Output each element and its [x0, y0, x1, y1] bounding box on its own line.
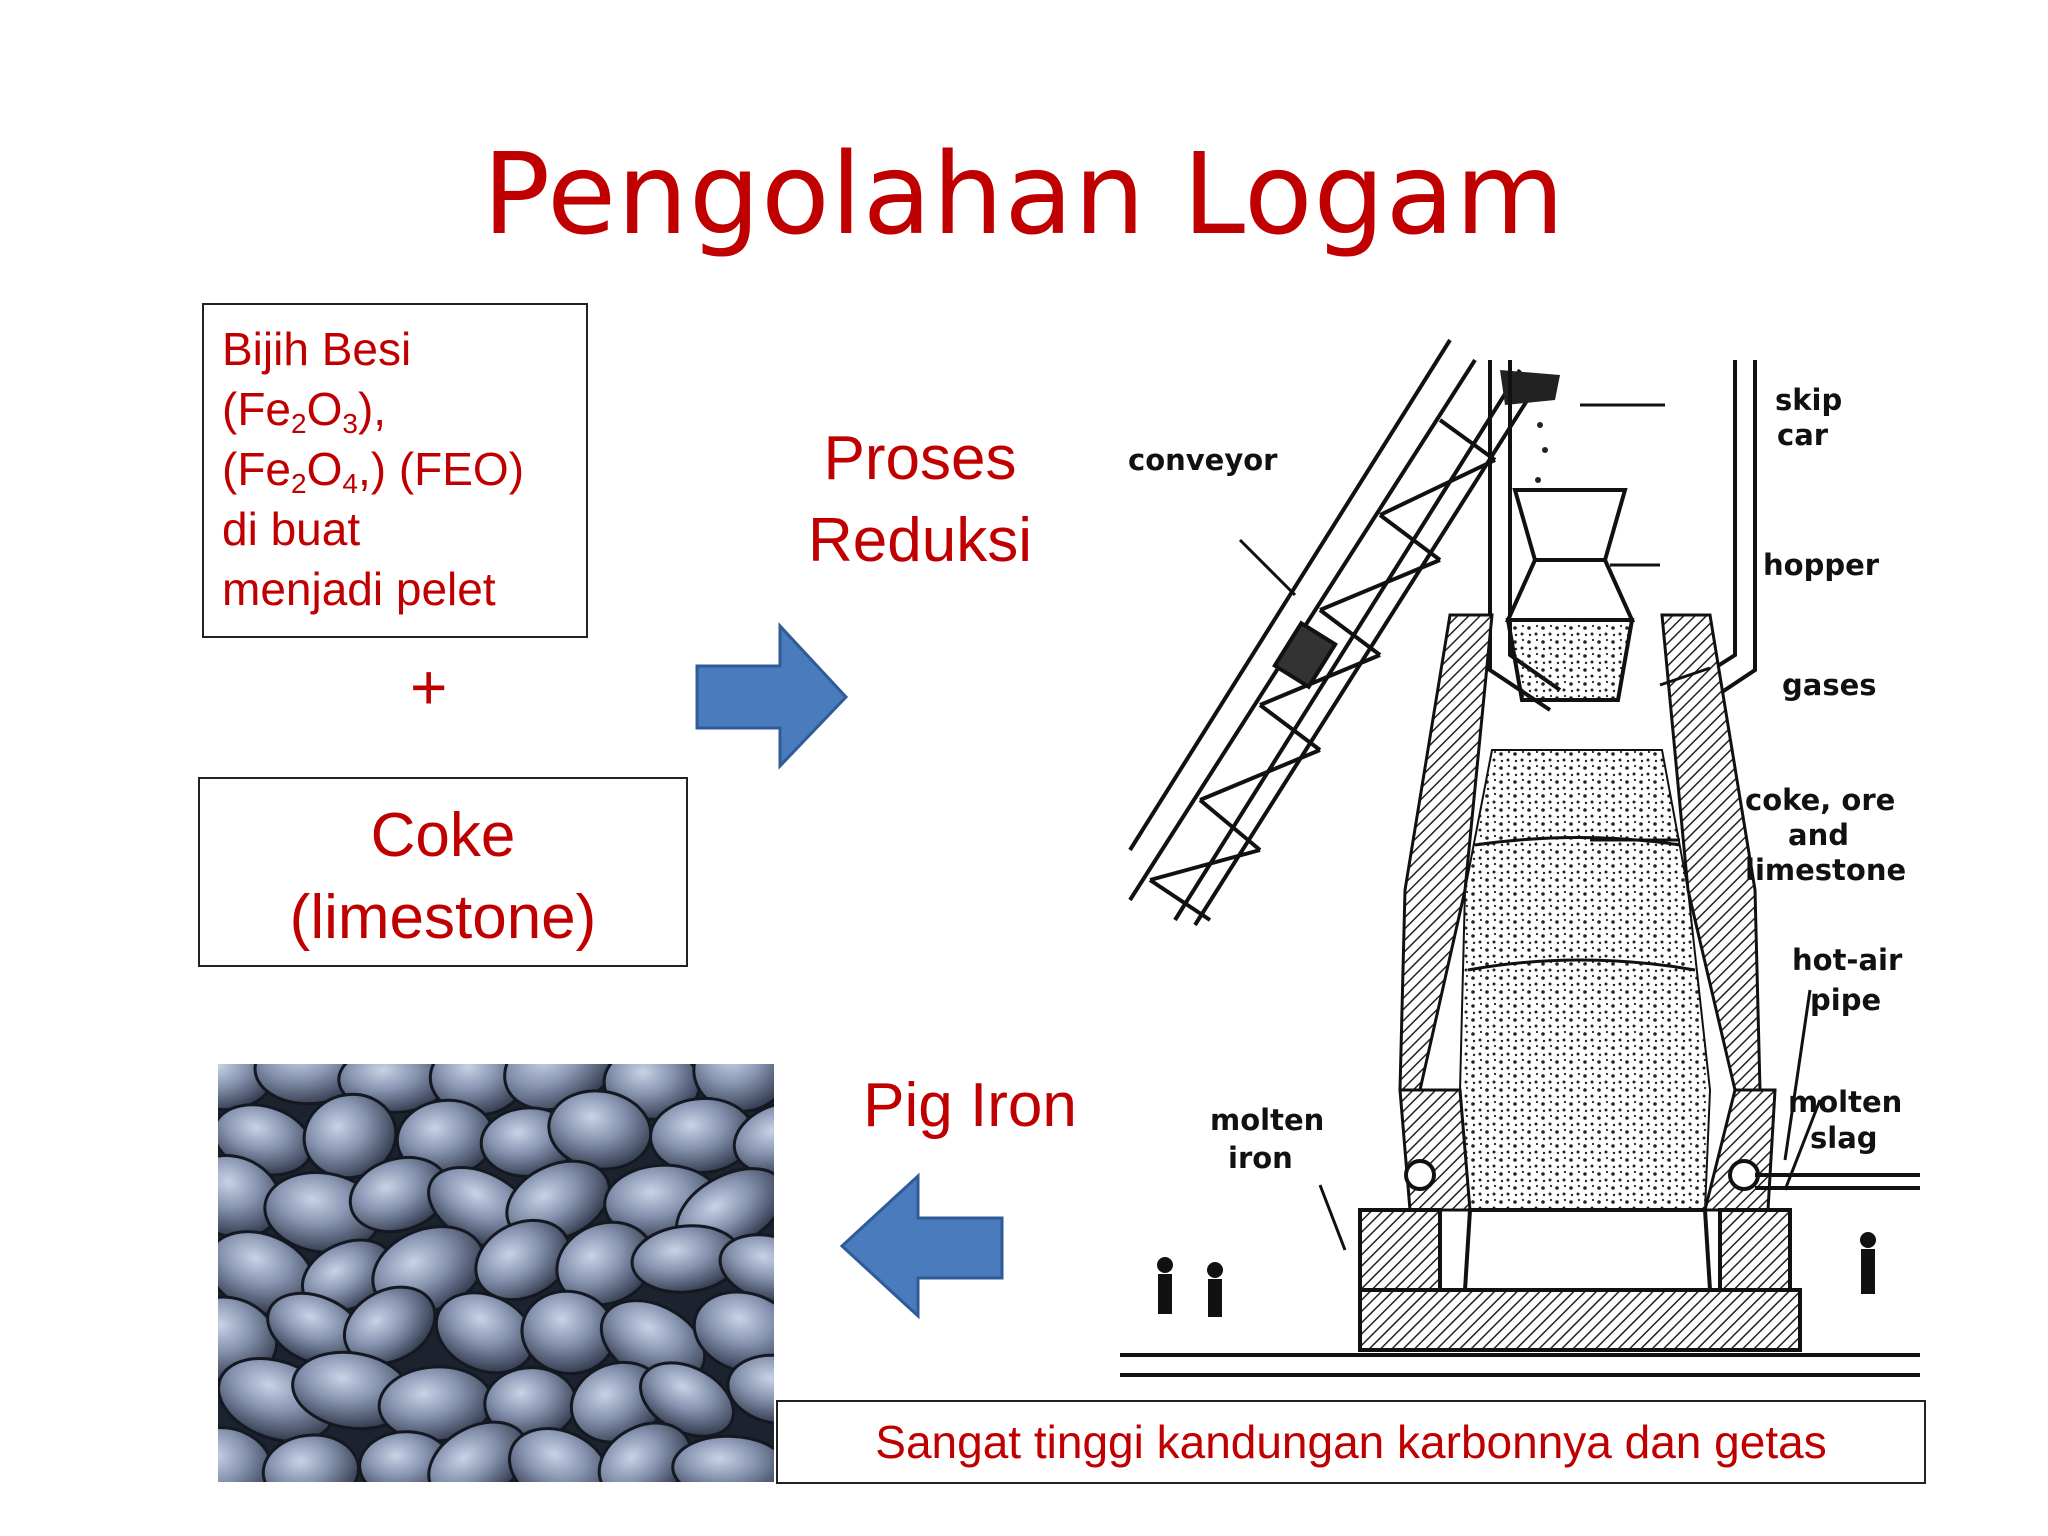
label-charge-1: coke, ore: [1745, 783, 1895, 817]
pellet: [597, 1421, 693, 1482]
coke-line-1: Coke: [370, 801, 516, 870]
label-conveyor: conveyor: [1128, 443, 1278, 477]
pellet: [342, 1285, 437, 1366]
left-arrow-icon: [839, 1172, 1004, 1320]
coke-box: Coke (limestone): [198, 777, 688, 967]
conveyor-truss: [1128, 338, 1542, 927]
charge-column: [1458, 749, 1712, 1211]
coke-line-2: (limestone): [289, 883, 597, 952]
blast-furnace-diagram: conveyor skip car hopper gases coke, ore…: [1120, 338, 1920, 1377]
label-charge-3: limestone: [1745, 853, 1906, 887]
label-slag-1: molten: [1788, 1085, 1902, 1119]
label-hot-air-1: hot-air: [1792, 943, 1903, 977]
pig-iron-pellets-photo: [218, 1064, 774, 1482]
right-arrow-icon: [695, 622, 849, 770]
label-skip-car-1: skip: [1775, 383, 1842, 417]
pellet: [671, 1434, 774, 1482]
process-line-2: Reduksi: [808, 506, 1032, 575]
label-gases: gases: [1782, 668, 1877, 702]
ore-line-2: (Fe2O3),: [222, 383, 387, 439]
ore-line-3: (Fe2O4,) (FEO): [222, 443, 525, 499]
label-hot-air-2: pipe: [1810, 983, 1881, 1017]
hopper: [1504, 488, 1636, 702]
label-iron-1: molten: [1210, 1103, 1324, 1137]
slide-title: Pengolahan Logam: [482, 130, 1566, 260]
caption-box: Sangat tinggi kandungan karbonnya dan ge…: [776, 1400, 1926, 1484]
pellet: [474, 1218, 572, 1302]
furnace-walls: [1398, 613, 1777, 1212]
label-iron-2: iron: [1228, 1141, 1293, 1175]
label-hopper: hopper: [1763, 548, 1880, 582]
process-label: Proses Reduksi: [780, 418, 1060, 582]
label-slag-2: slag: [1810, 1121, 1878, 1155]
pellet: [507, 1427, 611, 1482]
pellet: [726, 1353, 774, 1426]
plus-sign: +: [410, 651, 448, 723]
pig-iron-label: Pig Iron: [863, 1071, 1077, 1140]
ore-line-5: menjadi pelet: [222, 563, 496, 615]
ore-line-4: di buat: [222, 503, 361, 555]
label-skip-car-2: car: [1777, 418, 1829, 452]
iron-ore-box: Bijih Besi (Fe2O3), (Fe2O4,) (FEO) di bu…: [202, 303, 588, 638]
pellet: [732, 1100, 774, 1176]
workers: [1157, 1232, 1876, 1317]
skip-car: [1500, 370, 1560, 405]
process-line-1: Proses: [823, 424, 1017, 493]
ore-line-1: Bijih Besi: [222, 323, 412, 375]
hearth: [1120, 1159, 1920, 1377]
label-charge-2: and: [1788, 818, 1849, 852]
